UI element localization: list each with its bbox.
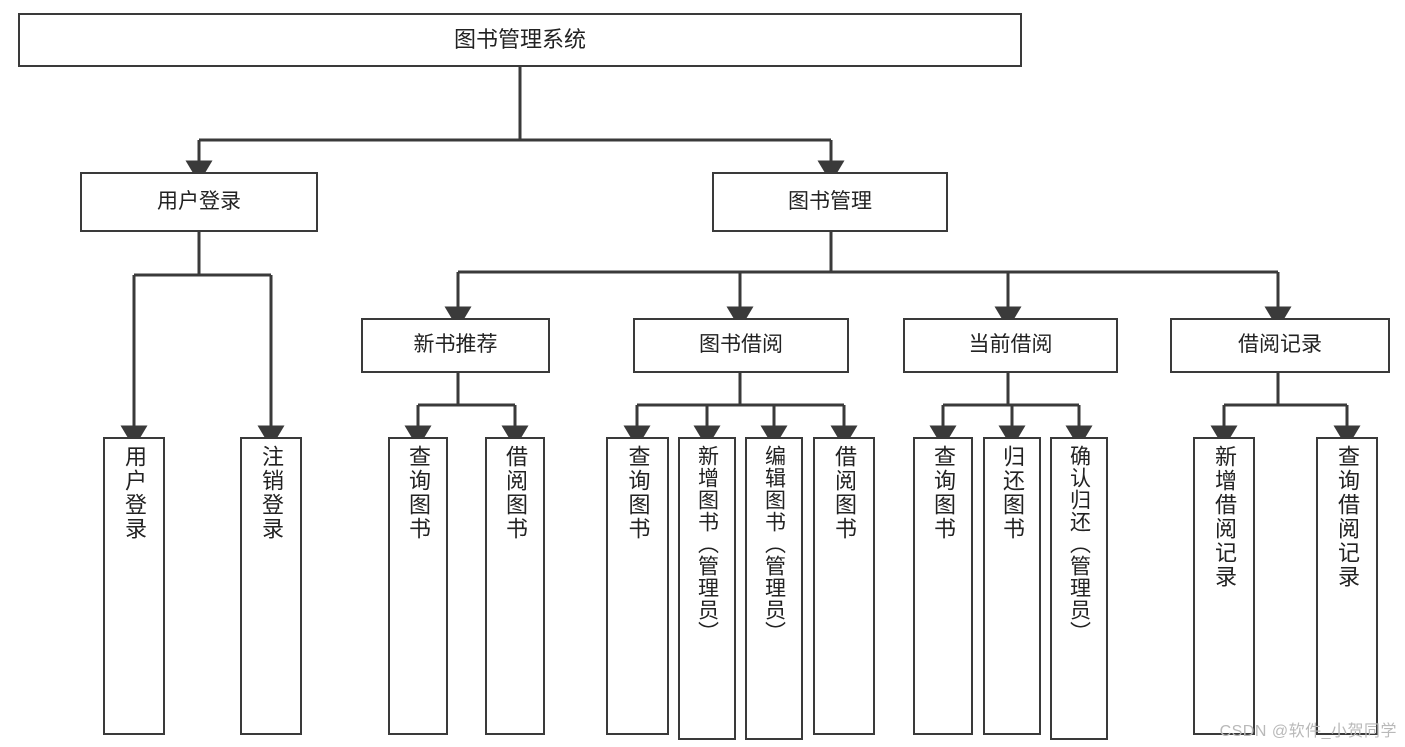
leaf-user-login-label: 用户登录	[122, 445, 147, 541]
leaf-query-book-borrow[interactable]: 查询图书	[606, 437, 669, 735]
csdn-watermark: CSDN @软件_小贺同学	[1219, 723, 1397, 740]
node-root-label: 图书管理系统	[453, 27, 586, 53]
leaf-confirm-return[interactable]: 确认归还（管理员）	[1050, 437, 1108, 740]
node-current-borrow-label: 当前借阅	[968, 333, 1053, 357]
node-user-login[interactable]: 用户登录	[80, 172, 318, 232]
leaf-user-login[interactable]: 用户登录	[103, 437, 165, 735]
node-book-borrow[interactable]: 图书借阅	[633, 318, 849, 373]
leaf-query-book-current[interactable]: 查询图书	[913, 437, 973, 735]
node-borrow-record[interactable]: 借阅记录	[1170, 318, 1390, 373]
leaf-confirm-return-label: 确认归还（管理员）	[1067, 445, 1091, 643]
node-book-management[interactable]: 图书管理	[712, 172, 948, 232]
leaf-edit-book-label: 编辑图书（管理员）	[762, 445, 786, 643]
leaf-borrow-book-recommend[interactable]: 借阅图书	[485, 437, 545, 735]
node-new-book-recommend-label: 新书推荐	[413, 333, 498, 357]
node-root[interactable]: 图书管理系统	[18, 13, 1022, 67]
node-current-borrow[interactable]: 当前借阅	[903, 318, 1118, 373]
leaf-borrow-book[interactable]: 借阅图书	[813, 437, 875, 735]
leaf-add-record-label: 新增借阅记录	[1212, 445, 1237, 589]
leaf-add-record[interactable]: 新增借阅记录	[1193, 437, 1255, 735]
leaf-logout[interactable]: 注销登录	[240, 437, 302, 735]
leaf-add-book[interactable]: 新增图书（管理员）	[678, 437, 736, 740]
leaf-edit-book[interactable]: 编辑图书（管理员）	[745, 437, 803, 740]
leaf-return-book-label: 归还图书	[1000, 445, 1025, 541]
node-borrow-record-label: 借阅记录	[1238, 333, 1322, 357]
leaf-borrow-book-label: 借阅图书	[832, 445, 857, 541]
leaf-query-record[interactable]: 查询借阅记录	[1316, 437, 1378, 735]
node-user-login-label: 用户登录	[157, 189, 241, 213]
node-book-management-label: 图书管理	[788, 189, 872, 213]
leaf-borrow-book-recommend-label: 借阅图书	[503, 445, 528, 541]
leaf-logout-label: 注销登录	[259, 445, 284, 541]
leaf-query-record-label: 查询借阅记录	[1335, 445, 1360, 589]
node-book-borrow-label: 图书借阅	[699, 333, 783, 357]
leaf-query-book-recommend-label: 查询图书	[406, 445, 431, 541]
leaf-add-book-label: 新增图书（管理员）	[695, 445, 719, 643]
node-new-book-recommend[interactable]: 新书推荐	[361, 318, 550, 373]
leaf-return-book[interactable]: 归还图书	[983, 437, 1041, 735]
leaf-query-book-current-label: 查询图书	[931, 445, 956, 541]
leaf-query-book-recommend[interactable]: 查询图书	[388, 437, 448, 735]
leaf-query-book-borrow-label: 查询图书	[625, 445, 651, 541]
